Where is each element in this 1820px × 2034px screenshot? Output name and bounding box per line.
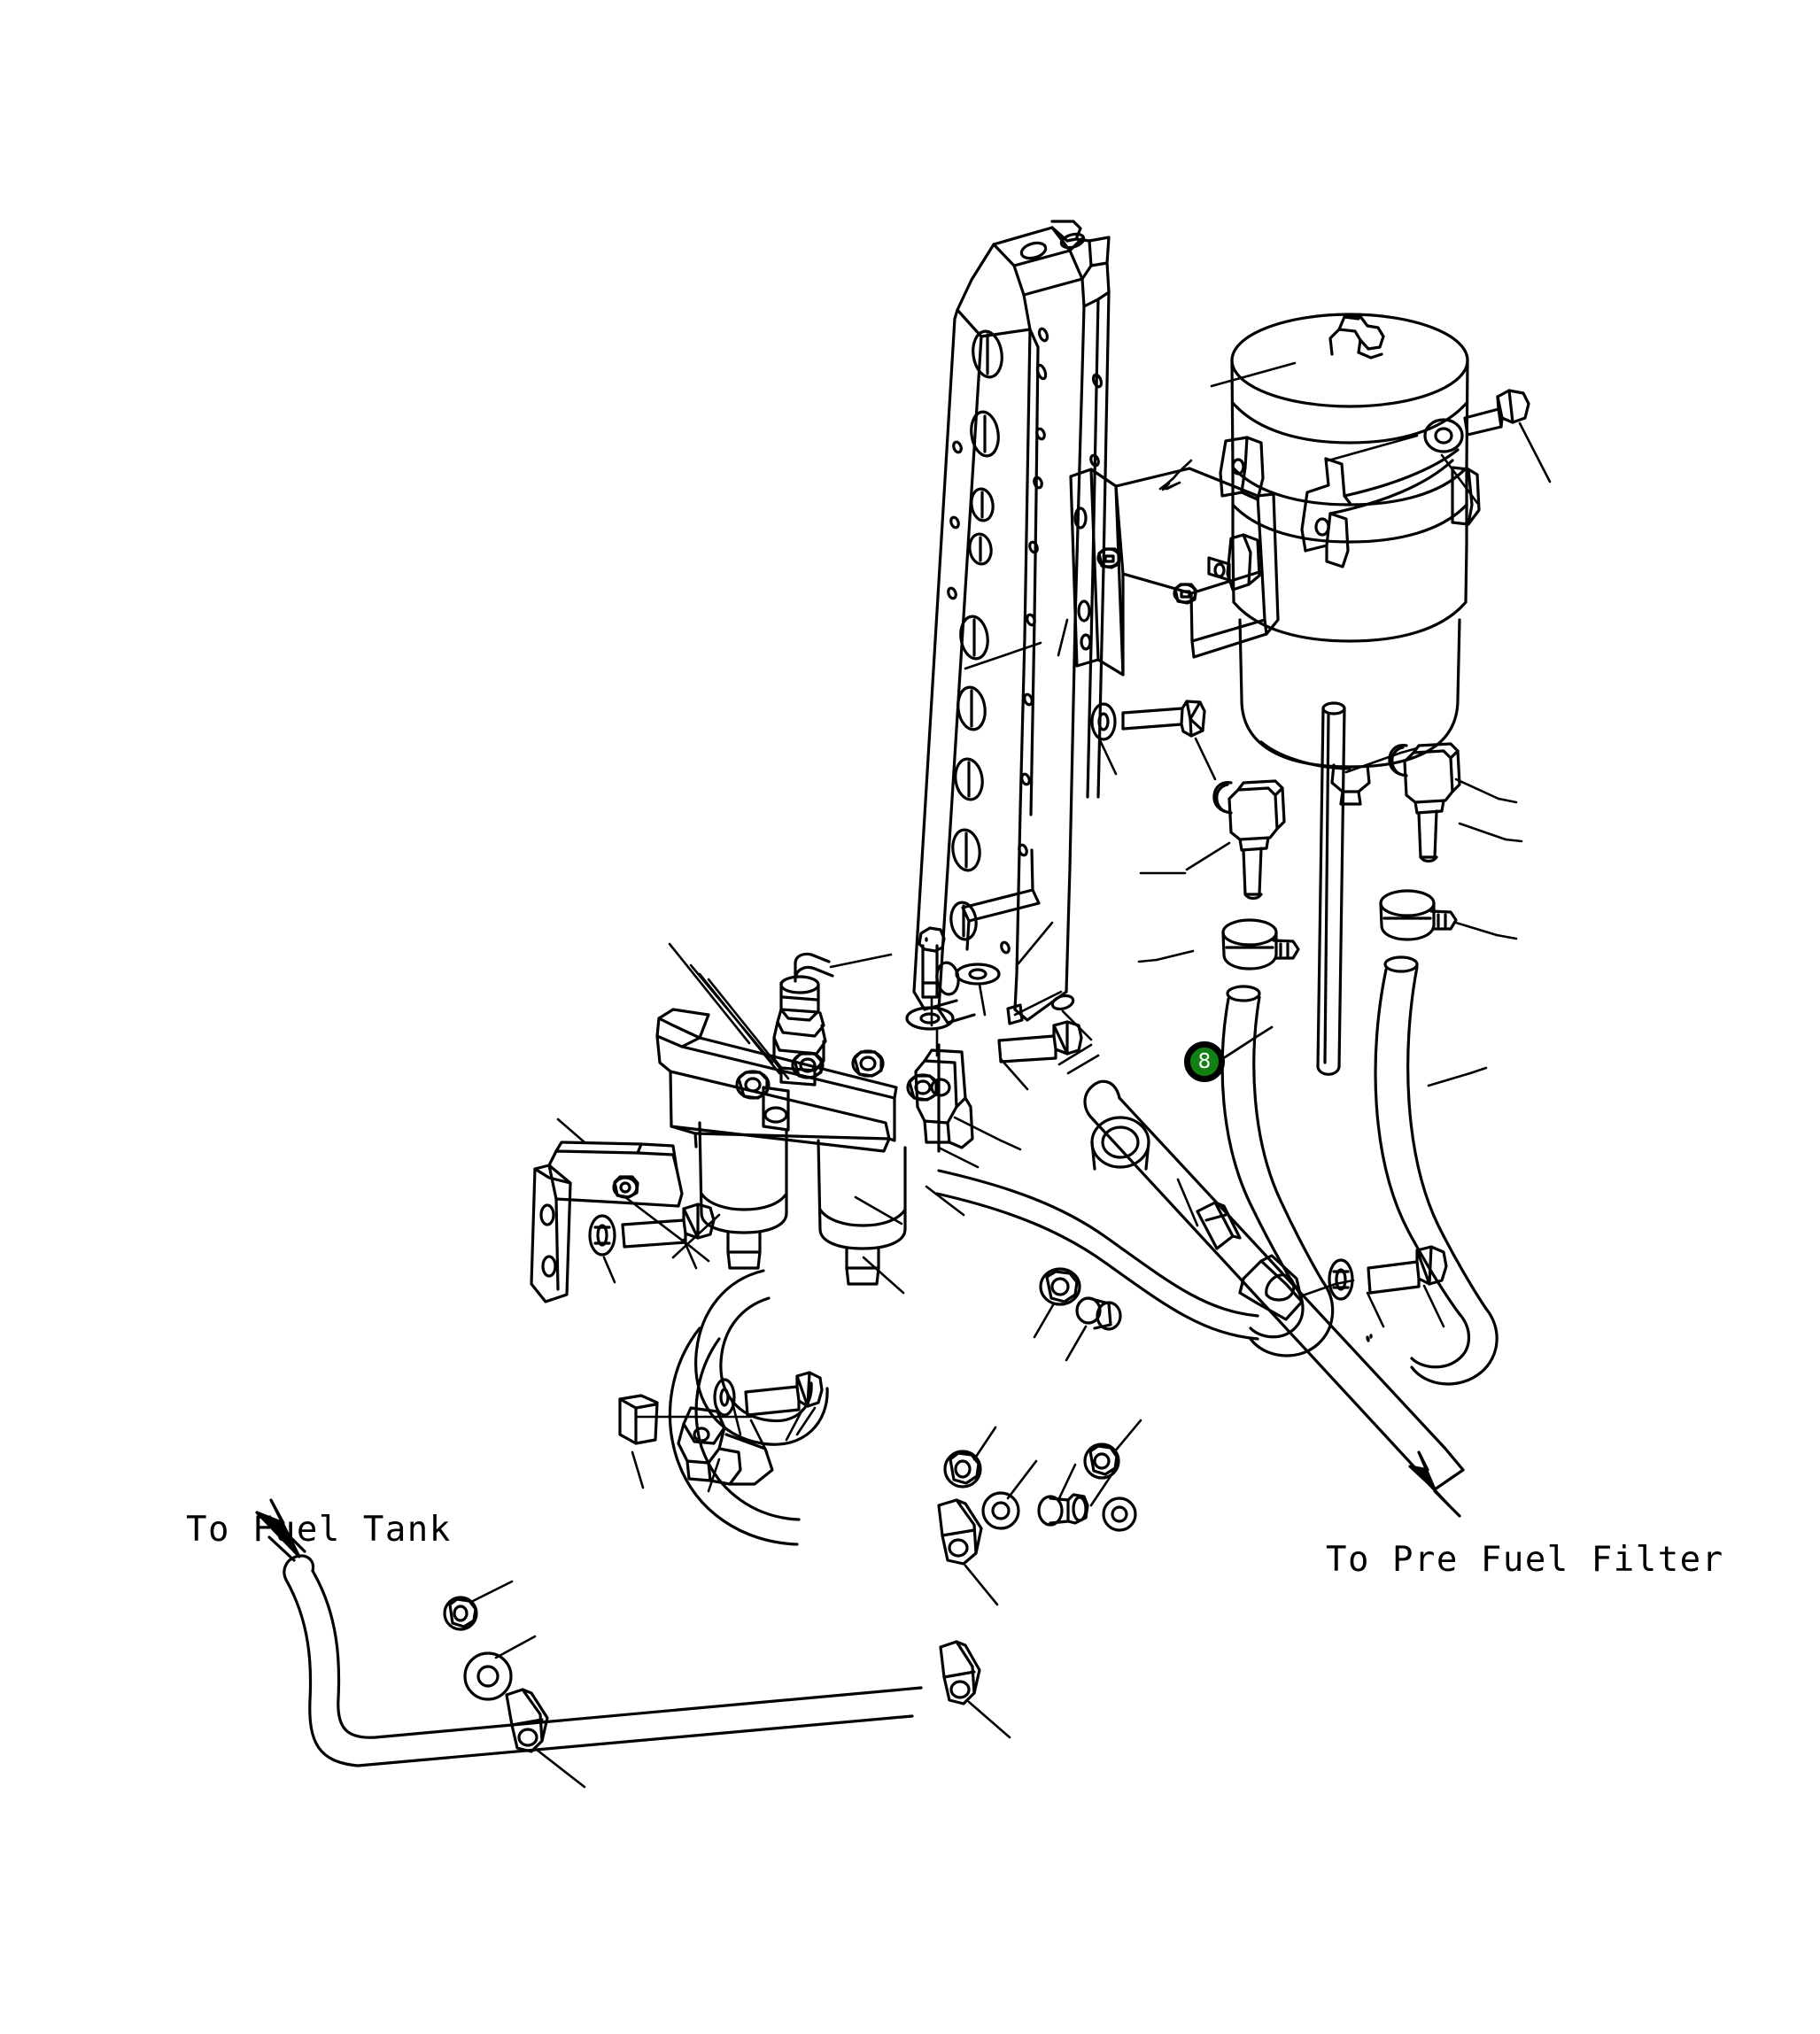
filter-head-bolt-1 [735,1070,771,1100]
head-washer-vertical [905,1006,955,1031]
head-bolt-right [997,1020,1083,1063]
callout-8-leader [1223,1025,1274,1059]
label-to-pre-fuel-filter: To Pre Fuel Filter [1326,1540,1724,1580]
spacer-sleeve [618,1394,659,1445]
callout-marker-8-number: 8 [1197,1049,1212,1073]
drain-bolt [744,1371,824,1417]
bracket-washer-left [588,1214,616,1257]
filter-head-bolt-3 [851,1049,885,1078]
clamp-nut-a [443,1596,478,1631]
tube-clamp-lower-right [939,1640,981,1705]
tube-clamp-bracket-upper [914,1043,974,1153]
fuel-hose-right [1374,955,1499,1386]
leader-lines [471,361,1552,1789]
frame-rail [912,220,1111,1025]
hose-clamp-left [1221,918,1300,971]
plate-bolt-lower [1173,583,1197,605]
fuel-return-tube [1316,701,1346,1076]
water-separator-canister [1219,313,1481,806]
fuel-filter-head [655,952,940,1286]
clamp-washer-a [463,1651,513,1701]
fuel-hose-left [1220,985,1335,1357]
plate-bolt-upper [1096,547,1121,569]
drain-washer [713,1378,736,1417]
main-fuel-supply-tube [1083,1079,1465,1518]
lower-sleeve [1075,1296,1122,1331]
lower-nut [1039,1267,1081,1306]
mounting-plate [1069,467,1280,677]
return-hose-clamp-mid [1196,1201,1242,1250]
tube-clamp-lower-left [505,1688,549,1753]
plate-hardware-bolt [1121,700,1206,738]
head-washer-right [955,963,1001,986]
canister-bolt [1463,389,1530,437]
tube-clamp-bolt [1366,1245,1448,1342]
canister-washer [1423,418,1464,453]
clamp-bolt-b [1037,1493,1089,1527]
elbow-fitting-right [1388,742,1461,863]
clamp-nut-c [1083,1442,1120,1480]
fuel-tube-to-tank [255,1498,981,1767]
bracket-bolt-left [621,1203,716,1249]
callout-marker-8[interactable]: 8 [1184,1041,1225,1082]
hose-clamp-right [1379,889,1458,941]
label-to-fuel-tank: To Fuel Tank [186,1510,452,1550]
tube-clamp-mid-vertical [937,1498,983,1566]
plate-hardware-washer [1090,702,1117,741]
return-hose-upper [935,1169,1259,1341]
tube-collar-mid [1090,1116,1150,1171]
clamp-washer-b [981,1491,1020,1530]
support-bracket-left [530,1141,684,1303]
clamp-washer-c [1102,1496,1137,1532]
head-bolt-vertical [918,926,946,999]
clamp-nut-b [943,1450,982,1489]
elbow-fitting-left [1212,779,1286,901]
